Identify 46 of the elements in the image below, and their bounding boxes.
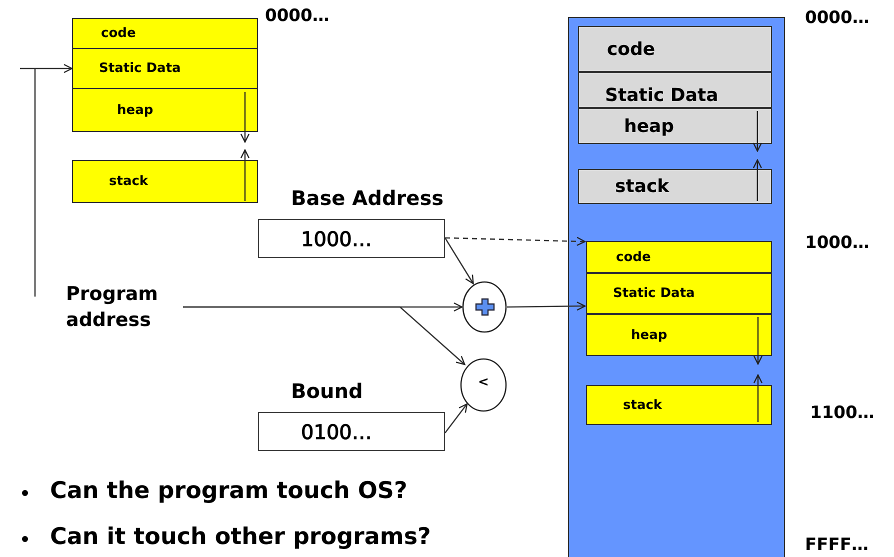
- segment-label: stack: [622, 398, 662, 412]
- register-label: Bound: [291, 379, 363, 403]
- memory-segment: [578, 72, 772, 108]
- question-text: Can it touch other programs?: [50, 524, 431, 550]
- memory-segment: [72, 18, 258, 49]
- arrow: [19, 64, 73, 298]
- memory-segment: [578, 26, 772, 72]
- segment-label: heap: [630, 328, 668, 342]
- register-value: 0100…: [300, 420, 372, 444]
- segment-label: stack: [108, 174, 148, 189]
- memory-segment: [578, 108, 772, 144]
- address-label: 1100…: [810, 403, 874, 423]
- memory-segment: [586, 273, 772, 314]
- segment-label: Static Data: [98, 61, 181, 76]
- address-label: 0000…: [805, 8, 870, 28]
- segment-label: stack: [614, 176, 670, 197]
- address-label: FFFF…: [805, 535, 868, 555]
- arrow: [444, 238, 474, 284]
- question-text: Can the program touch OS?: [50, 478, 408, 504]
- memory-segment: [586, 241, 772, 273]
- arrow: [444, 403, 468, 434]
- operator-symbol: <: [477, 375, 490, 390]
- memory-segment: [72, 160, 258, 203]
- segment-label: heap: [116, 102, 154, 118]
- comparator-circle: [460, 358, 507, 412]
- memory-segment: [586, 314, 772, 356]
- register-label: Base Address: [291, 186, 444, 210]
- segment-label: code: [100, 26, 136, 41]
- segment-label: Static Data: [612, 286, 695, 301]
- arrow: [444, 236, 586, 246]
- segment-label: code: [615, 250, 651, 264]
- memory-segment: [72, 48, 258, 89]
- address-label: Program address: [66, 281, 176, 333]
- memory-column: [568, 17, 785, 557]
- segment-label: heap: [623, 116, 674, 136]
- segment-label: code: [606, 38, 656, 60]
- register-value: 1000…: [300, 226, 372, 250]
- arrow: [507, 302, 586, 311]
- address-label: 1000…: [805, 233, 870, 253]
- arrow: [183, 306, 466, 366]
- address-label: 0000…: [265, 6, 330, 26]
- memory-segment: [586, 385, 772, 425]
- segment-label: Static Data: [604, 85, 718, 106]
- memory-segment: [72, 88, 258, 132]
- adder-circle: [462, 281, 507, 333]
- memory-segment: [578, 169, 772, 204]
